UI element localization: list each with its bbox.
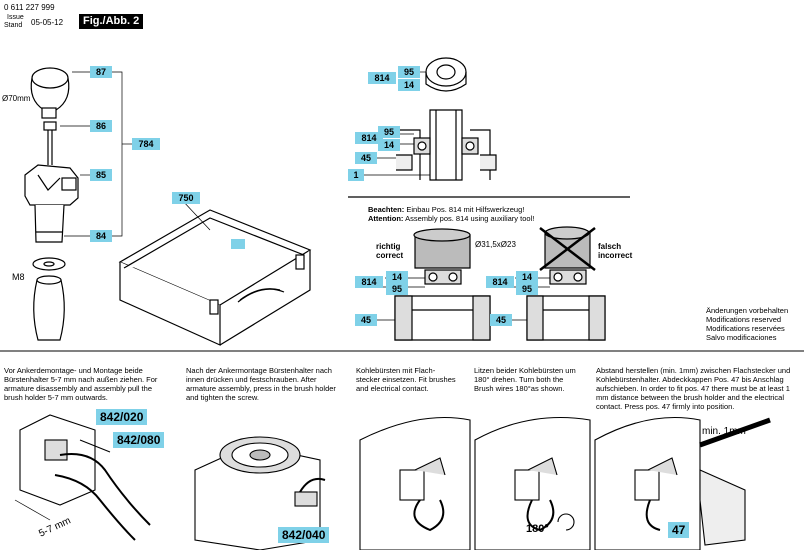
part-45-a: 45: [355, 152, 377, 164]
modifications-line1: Änderungen vorbehalten: [706, 306, 789, 315]
part-14-b: 14: [378, 139, 400, 151]
diameter-label: Ø70mm: [2, 94, 31, 103]
part-842-020: 842/020: [96, 409, 148, 425]
part-86: 86: [90, 120, 112, 132]
part-95-c: 95: [386, 283, 408, 295]
step-2-text: Nach der Ankermontage Bürstenhalter nach…: [186, 366, 336, 402]
part-87: 87: [90, 66, 112, 78]
step-4-text: Litzen beider Kohlebürsten um 180° drehe…: [474, 366, 576, 393]
part-814-a: 814: [368, 72, 396, 84]
falsch-label: falsch incorrect: [598, 242, 632, 260]
angle-180: 180°: [526, 523, 549, 535]
modifications-line4: Salvo modificaciones: [706, 333, 777, 342]
issue-label: Issue: [7, 14, 24, 21]
incorrect-text: incorrect: [598, 251, 633, 260]
modifications-line3: Modifications reservées: [706, 324, 785, 333]
part-47: 47: [668, 522, 690, 538]
attention-text: Assembly pos. 814 using auxiliary tool!: [405, 214, 535, 223]
tool-dimensions: Ø31,5xØ23: [475, 240, 516, 249]
part-14-a: 14: [398, 79, 420, 91]
step-3-text: Kohlebürsten mit Flach-stecker einsetzen…: [356, 366, 456, 393]
attention-label: Attention:: [368, 214, 404, 223]
part-85: 85: [90, 169, 112, 181]
correct-text: correct: [376, 251, 404, 260]
beachten-label: Beachten:: [368, 205, 405, 214]
figure-label: Fig./Abb. 2: [79, 14, 144, 29]
modifications-note: Änderungen vorbehalten Modifications res…: [706, 306, 802, 342]
case-highlight: [231, 239, 245, 249]
stand-label: Stand: [4, 22, 23, 29]
min-1mm-label: min. 1mm: [702, 426, 746, 437]
part-45-c: 45: [490, 314, 512, 326]
part-95-b: 95: [378, 126, 400, 138]
part-14-c: 14: [386, 271, 408, 283]
step-5-text: Abstand herstellen (min. 1mm) zwischen F…: [596, 366, 791, 411]
richtig-label: richtig correct: [376, 242, 403, 260]
part-814-d: 814: [486, 276, 514, 288]
richtig-text: richtig: [376, 242, 401, 251]
modifications-line2: Modifications reserved: [706, 315, 782, 324]
part-84: 84: [90, 230, 112, 242]
part-842-040: 842/040: [278, 527, 330, 543]
part-750: 750: [172, 192, 200, 204]
step-1-text: Vor Ankerdemontage- und Montage beide Bü…: [4, 366, 158, 402]
part-814-c: 814: [355, 276, 383, 288]
m8-label: M8: [12, 272, 25, 282]
part-95-d: 95: [516, 283, 538, 295]
part-814-b: 814: [355, 132, 383, 144]
falsch-text: falsch: [598, 242, 622, 251]
issue-date: 05-05-12: [31, 18, 64, 27]
part-842-080: 842/080: [113, 432, 165, 448]
part-1: 1: [348, 169, 364, 181]
part-14-d: 14: [516, 271, 538, 283]
beachten-text: Einbau Pos. 814 mit Hilfswerkzeug!: [406, 205, 525, 214]
doc-number: 0 611 227 999: [4, 3, 55, 12]
part-95-a: 95: [398, 66, 420, 78]
part-45-b: 45: [355, 314, 377, 326]
part-784: 784: [132, 138, 160, 150]
attention-block: Beachten: Einbau Pos. 814 mit Hilfswerkz…: [368, 205, 534, 223]
